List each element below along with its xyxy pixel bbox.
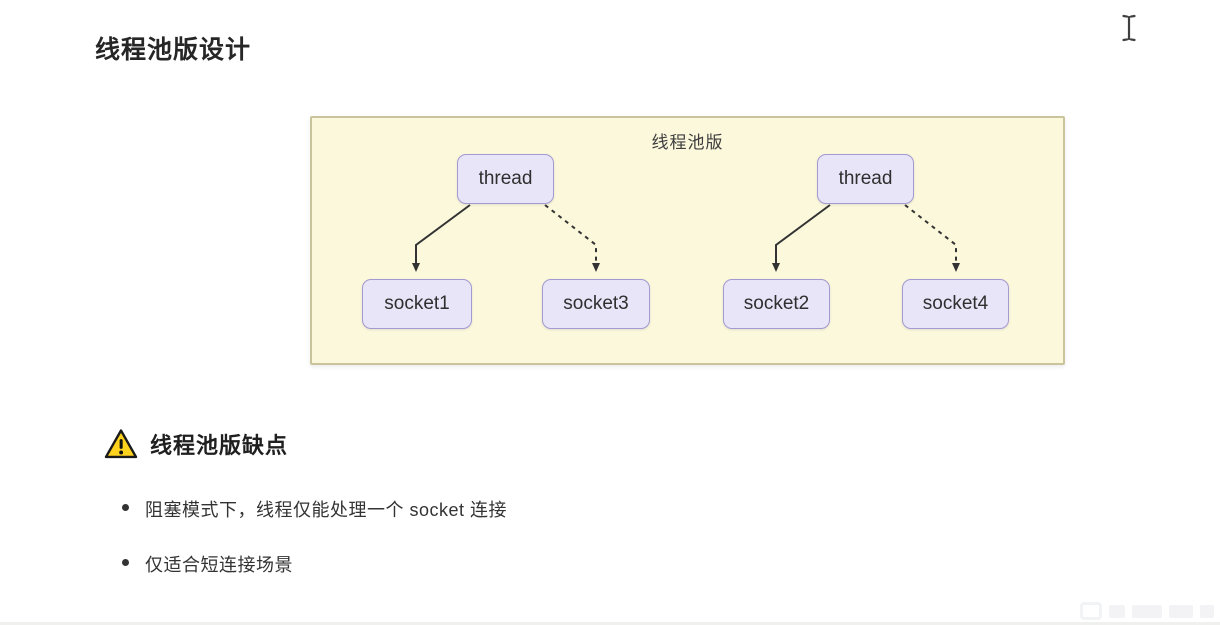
bottom-edge-divider [0,622,1220,625]
watermark-text-shape [1109,604,1125,618]
warning-bullet-list: 阻塞模式下，线程仅能处理一个 socket 连接 仅适合短连接场景 [122,496,507,606]
edge-thread-left-socket3 [544,204,600,272]
node-socket1: socket1 [362,279,472,329]
node-socket3: socket3 [542,279,650,329]
edge-thread-left-socket1 [412,204,471,272]
watermark [1080,602,1214,620]
watermark-text-shape [1200,604,1214,618]
watermark-text-shape [1132,604,1162,618]
warning-triangle-icon [104,429,138,459]
warning-heading-row: 线程池版缺点 [104,428,288,460]
edge-thread-right-socket2 [772,204,831,272]
node-thread-right: thread [817,154,914,204]
bullet-item: 阻塞模式下，线程仅能处理一个 socket 连接 [122,496,507,522]
node-socket2: socket2 [723,279,830,329]
diagram-edges [412,204,960,272]
warning-heading: 线程池版缺点 [150,433,289,458]
bullet-item: 仅适合短连接场景 [122,551,507,577]
watermark-logo-icon [1080,602,1102,620]
diagram-title: 线程池版 [651,133,724,152]
node-socket4: socket4 [902,279,1009,329]
thread-pool-diagram-panel: 线程池版 thread thread socket1 socket3 socke… [310,116,1065,365]
page-title: 线程池版设计 [95,36,252,64]
watermark-text-shape [1169,604,1193,618]
edge-thread-right-socket4 [904,204,960,272]
node-thread-left: thread [457,154,554,204]
text-ibeam-cursor-icon [1122,14,1136,42]
